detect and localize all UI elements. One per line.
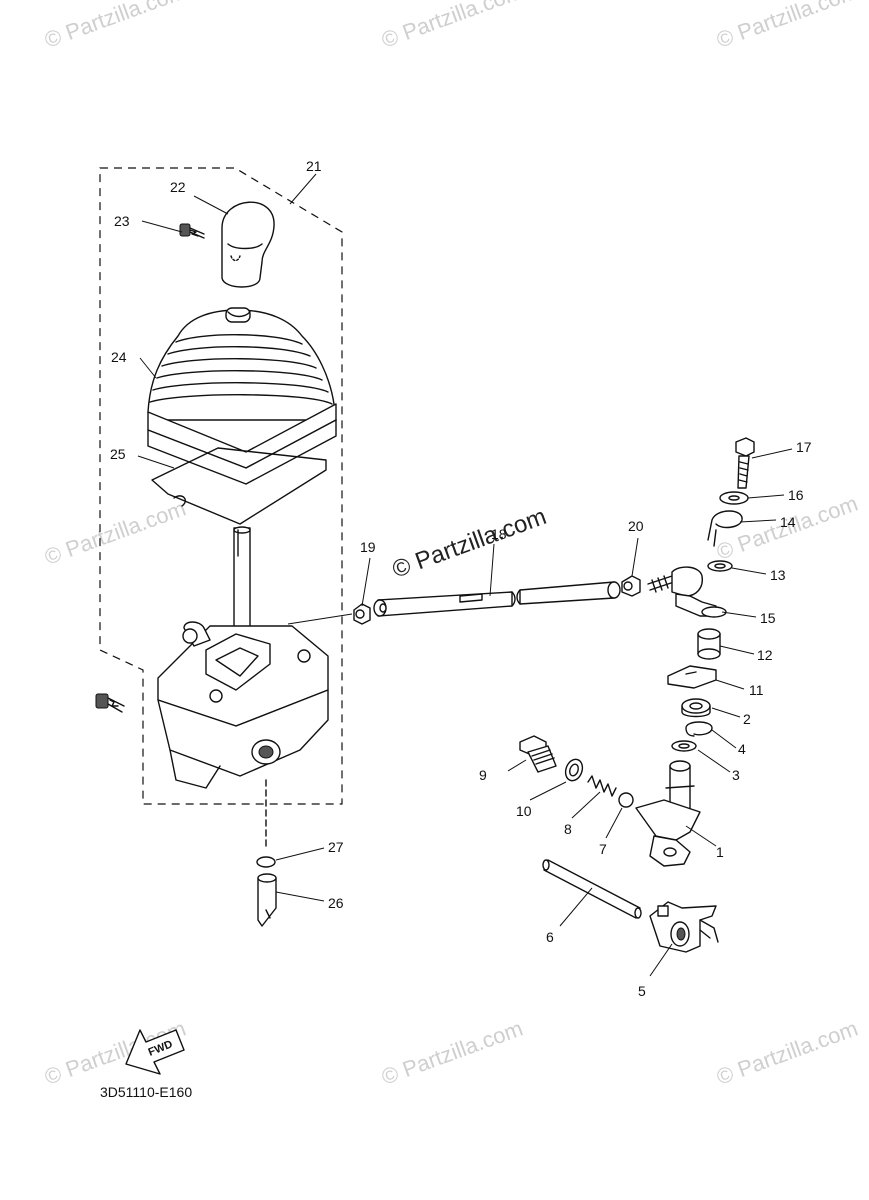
shift-rod — [373, 581, 621, 617]
callout-5: 5 — [638, 983, 646, 999]
callout-15: 15 — [760, 610, 776, 626]
detent-spring — [587, 775, 617, 797]
collar — [256, 856, 276, 868]
callout-6: 6 — [546, 929, 554, 945]
callouts: 1 2 3 4 5 6 7 8 9 10 11 12 13 14 15 16 1… — [110, 158, 812, 999]
callout-19: 19 — [360, 539, 376, 555]
callout-9: 9 — [479, 767, 487, 783]
callout-10: 10 — [516, 803, 532, 819]
callout-1: 1 — [716, 844, 724, 860]
watermark: © Partzilla.com — [41, 496, 189, 570]
callout-16: 16 — [788, 487, 804, 503]
fwd-arrow-icon: FWD — [125, 1029, 185, 1075]
washer-top — [719, 491, 749, 505]
callout-20: 20 — [628, 518, 644, 534]
callout-13: 13 — [770, 567, 786, 583]
diagram-code: 3D51110-E160 — [100, 1084, 192, 1100]
housing-bolt — [95, 693, 125, 713]
sleeve — [257, 873, 277, 927]
gasket-washer — [564, 758, 584, 782]
watermarks: © Partzilla.com © Partzilla.com © Partzi… — [41, 0, 861, 1090]
center-watermark: © Partzilla.com — [389, 503, 550, 584]
watermark: © Partzilla.com — [378, 0, 526, 53]
guide-rod — [542, 859, 642, 919]
callout-12: 12 — [757, 647, 773, 663]
lever-plate — [667, 665, 717, 689]
leader-lines — [137, 173, 793, 977]
joint-washer — [701, 606, 727, 618]
shift-housing — [157, 621, 329, 789]
callout-18: 18 — [491, 526, 507, 542]
watermark: © Partzilla.com — [378, 1016, 526, 1090]
callout-21: 21 — [306, 158, 322, 174]
bolt — [735, 437, 755, 489]
gasket-clip — [173, 495, 186, 507]
callout-11: 11 — [749, 682, 764, 698]
callout-27: 27 — [328, 839, 344, 855]
callout-22: 22 — [170, 179, 186, 195]
callout-23: 23 — [114, 213, 130, 229]
callout-26: 26 — [328, 895, 344, 911]
callout-7: 7 — [599, 841, 607, 857]
plug-bolt — [519, 735, 557, 773]
detent-ball — [618, 792, 634, 808]
callout-8: 8 — [564, 821, 572, 837]
circlip — [685, 721, 713, 737]
callout-14: 14 — [780, 514, 796, 530]
washer-bottom — [671, 740, 697, 752]
rod-connection-line — [287, 613, 353, 625]
gasket-ring — [151, 447, 327, 525]
callout-2: 2 — [743, 711, 751, 727]
callout-25: 25 — [110, 446, 126, 462]
spring-clip — [707, 510, 743, 547]
washer-middle — [707, 560, 733, 572]
collar-12 — [697, 628, 721, 660]
shift-knob — [221, 201, 275, 288]
knob-screw — [179, 223, 205, 239]
callout-24: 24 — [111, 349, 127, 365]
watermark: © Partzilla.com — [713, 0, 861, 53]
shift-fork — [649, 901, 719, 953]
callout-3: 3 — [732, 767, 740, 783]
callout-4: 4 — [738, 741, 746, 757]
watermark: © Partzilla.com — [41, 0, 189, 53]
watermark: © Partzilla.com — [713, 1016, 861, 1090]
callout-17: 17 — [796, 439, 812, 455]
rod-nut-right — [621, 575, 641, 597]
shift-boot — [147, 307, 337, 485]
shift-shaft — [635, 760, 701, 867]
rod-nut-left — [353, 603, 371, 625]
spacer — [681, 698, 711, 718]
assembly-outline — [99, 167, 343, 805]
